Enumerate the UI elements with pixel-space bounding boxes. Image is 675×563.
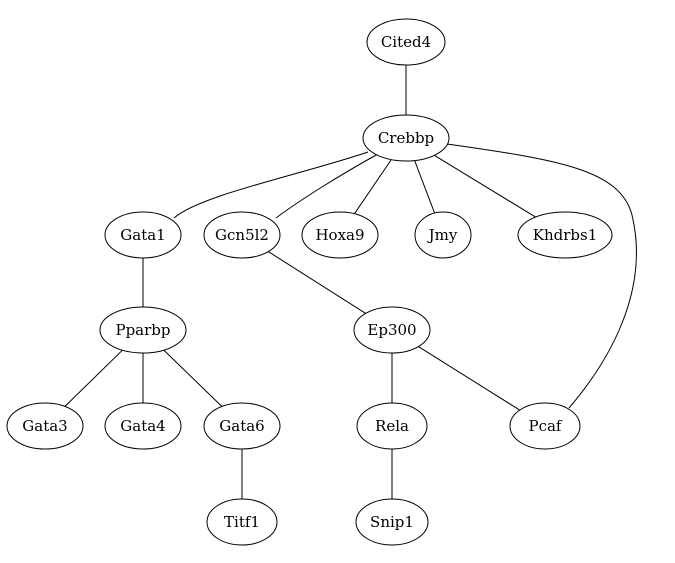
node-hoxa9-label: Hoxa9 bbox=[315, 226, 364, 244]
node-cited4: Cited4 bbox=[366, 18, 446, 66]
node-jmy-shape bbox=[414, 211, 472, 259]
node-titf1-shape bbox=[206, 498, 278, 546]
node-gata1-label: Gata1 bbox=[120, 226, 165, 244]
node-gata6-shape bbox=[203, 402, 281, 450]
node-gcn5l2: Gcn5l2 bbox=[203, 211, 281, 259]
node-gata6-label: Gata6 bbox=[219, 417, 264, 435]
node-gata3: Gata3 bbox=[6, 402, 84, 450]
node-gata4-shape bbox=[104, 402, 182, 450]
node-titf1-label: Titf1 bbox=[224, 513, 260, 531]
node-pparbp-shape bbox=[99, 306, 187, 354]
node-hoxa9: Hoxa9 bbox=[301, 211, 379, 259]
node-ep300-label: Ep300 bbox=[367, 321, 416, 339]
node-ep300: Ep300 bbox=[353, 306, 431, 354]
edge-layer bbox=[64, 65, 637, 499]
node-pparbp: Pparbp bbox=[99, 306, 187, 354]
node-rela-shape bbox=[356, 402, 428, 450]
node-gata6: Gata6 bbox=[203, 402, 281, 450]
edge-pparbp-gata6 bbox=[163, 349, 223, 407]
node-pcaf-label: Pcaf bbox=[529, 417, 563, 435]
node-jmy: Jmy bbox=[414, 211, 472, 259]
node-rela-label: Rela bbox=[375, 417, 409, 435]
node-snip1: Snip1 bbox=[355, 498, 429, 546]
edge-crebbp-gcn5l2 bbox=[275, 153, 379, 219]
node-snip1-label: Snip1 bbox=[370, 513, 414, 531]
node-khdrbs1-shape bbox=[517, 211, 613, 259]
node-gata4: Gata4 bbox=[104, 402, 182, 450]
node-cited4-label: Cited4 bbox=[381, 33, 431, 51]
node-crebbp-shape bbox=[362, 114, 450, 162]
edge-crebbp-jmy bbox=[414, 160, 436, 214]
node-pparbp-label: Pparbp bbox=[115, 321, 170, 339]
node-cited4-shape bbox=[366, 18, 446, 66]
node-snip1-shape bbox=[355, 498, 429, 546]
node-gata1-shape bbox=[104, 211, 182, 259]
node-ep300-shape bbox=[353, 306, 431, 354]
edge-crebbp-pcaf bbox=[446, 143, 637, 409]
edge-crebbp-khdrbs1 bbox=[434, 154, 536, 218]
node-pcaf-shape bbox=[509, 402, 581, 450]
node-crebbp-label: Crebbp bbox=[378, 129, 434, 147]
node-gata3-shape bbox=[6, 402, 84, 450]
node-khdrbs1: Khdrbs1 bbox=[517, 211, 613, 259]
node-khdrbs1-label: Khdrbs1 bbox=[533, 226, 597, 244]
edge-gcn5l2-ep300 bbox=[268, 251, 366, 314]
node-gcn5l2-shape bbox=[203, 211, 281, 259]
edge-pparbp-gata3 bbox=[64, 349, 123, 407]
edge-crebbp-hoxa9 bbox=[354, 159, 392, 214]
node-rela: Rela bbox=[356, 402, 428, 450]
node-gata4-label: Gata4 bbox=[120, 417, 165, 435]
edge-crebbp-gata1 bbox=[173, 151, 369, 219]
edge-ep300-pcaf bbox=[418, 346, 520, 411]
node-pcaf: Pcaf bbox=[509, 402, 581, 450]
node-titf1: Titf1 bbox=[206, 498, 278, 546]
node-jmy-label: Jmy bbox=[427, 226, 458, 244]
node-hoxa9-shape bbox=[301, 211, 379, 259]
node-crebbp: Crebbp bbox=[362, 114, 450, 162]
node-gata3-label: Gata3 bbox=[22, 417, 67, 435]
node-gcn5l2-label: Gcn5l2 bbox=[215, 226, 269, 244]
node-gata1: Gata1 bbox=[104, 211, 182, 259]
